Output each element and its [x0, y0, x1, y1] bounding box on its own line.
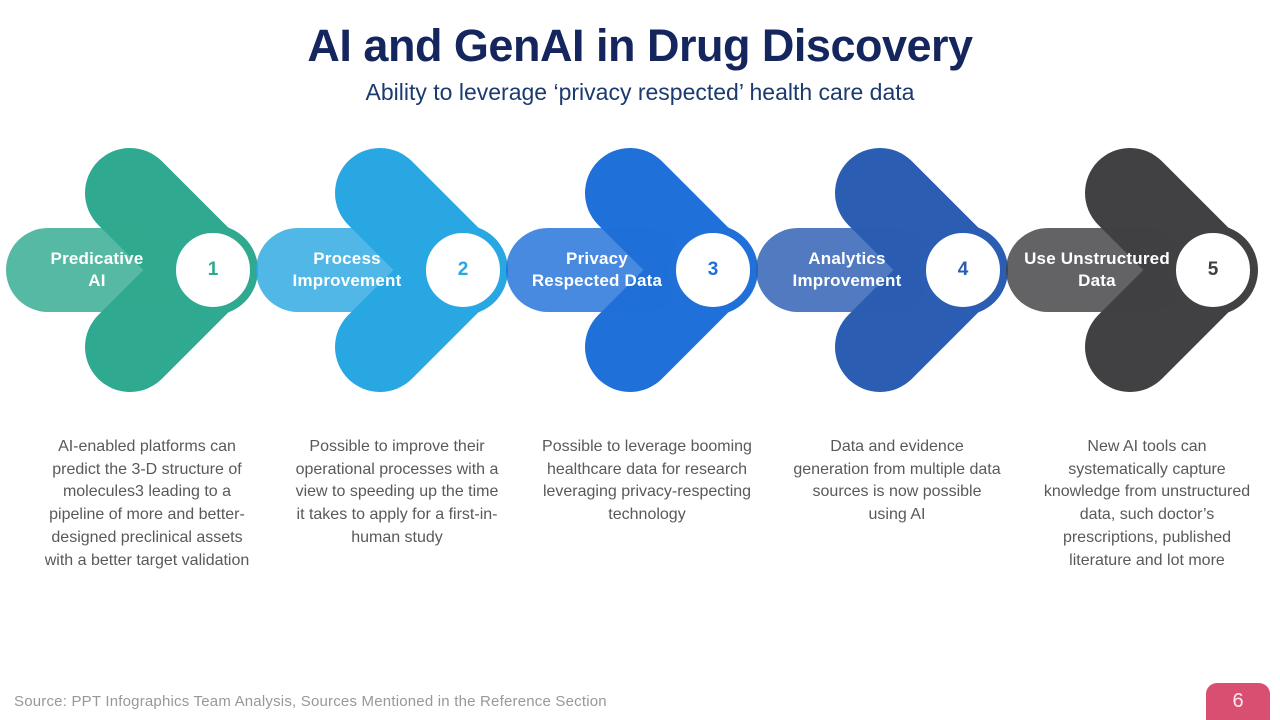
step-number: 4 [957, 259, 969, 280]
step-description: New AI tools can systematically capture … [1043, 438, 1251, 569]
step-description: Possible to leverage booming healthcare … [542, 438, 752, 524]
source-note: Source: PPT Infographics Team Analysis, … [14, 693, 607, 710]
chevron-arrow-icon [756, 148, 1008, 392]
step-number: 3 [707, 259, 719, 280]
step-description: AI-enabled platforms can predict the 3-D… [44, 438, 250, 569]
page-number-badge: 6 [1206, 683, 1270, 720]
chevron-arrow-icon [1006, 148, 1258, 392]
chevron-arrow-icon [6, 148, 258, 392]
page-number: 6 [1232, 690, 1244, 712]
step-number: 2 [457, 259, 469, 280]
descriptions-row: AI-enabled platforms can predict the 3-D… [22, 436, 1280, 572]
chevron-arrow-icon [506, 148, 758, 392]
slide-header: AI and GenAI in Drug Discovery Ability t… [0, 20, 1280, 106]
step-description: Possible to improve their operational pr… [295, 438, 499, 546]
page-subtitle: Ability to leverage ‘privacy respected’ … [365, 79, 915, 105]
step-number: 1 [207, 259, 219, 280]
step-number: 5 [1207, 259, 1219, 280]
step-description: Data and evidence generation from multip… [793, 438, 1001, 524]
chevron-arrow-icon [256, 148, 508, 392]
page-title: AI and GenAI in Drug Discovery [307, 20, 973, 71]
